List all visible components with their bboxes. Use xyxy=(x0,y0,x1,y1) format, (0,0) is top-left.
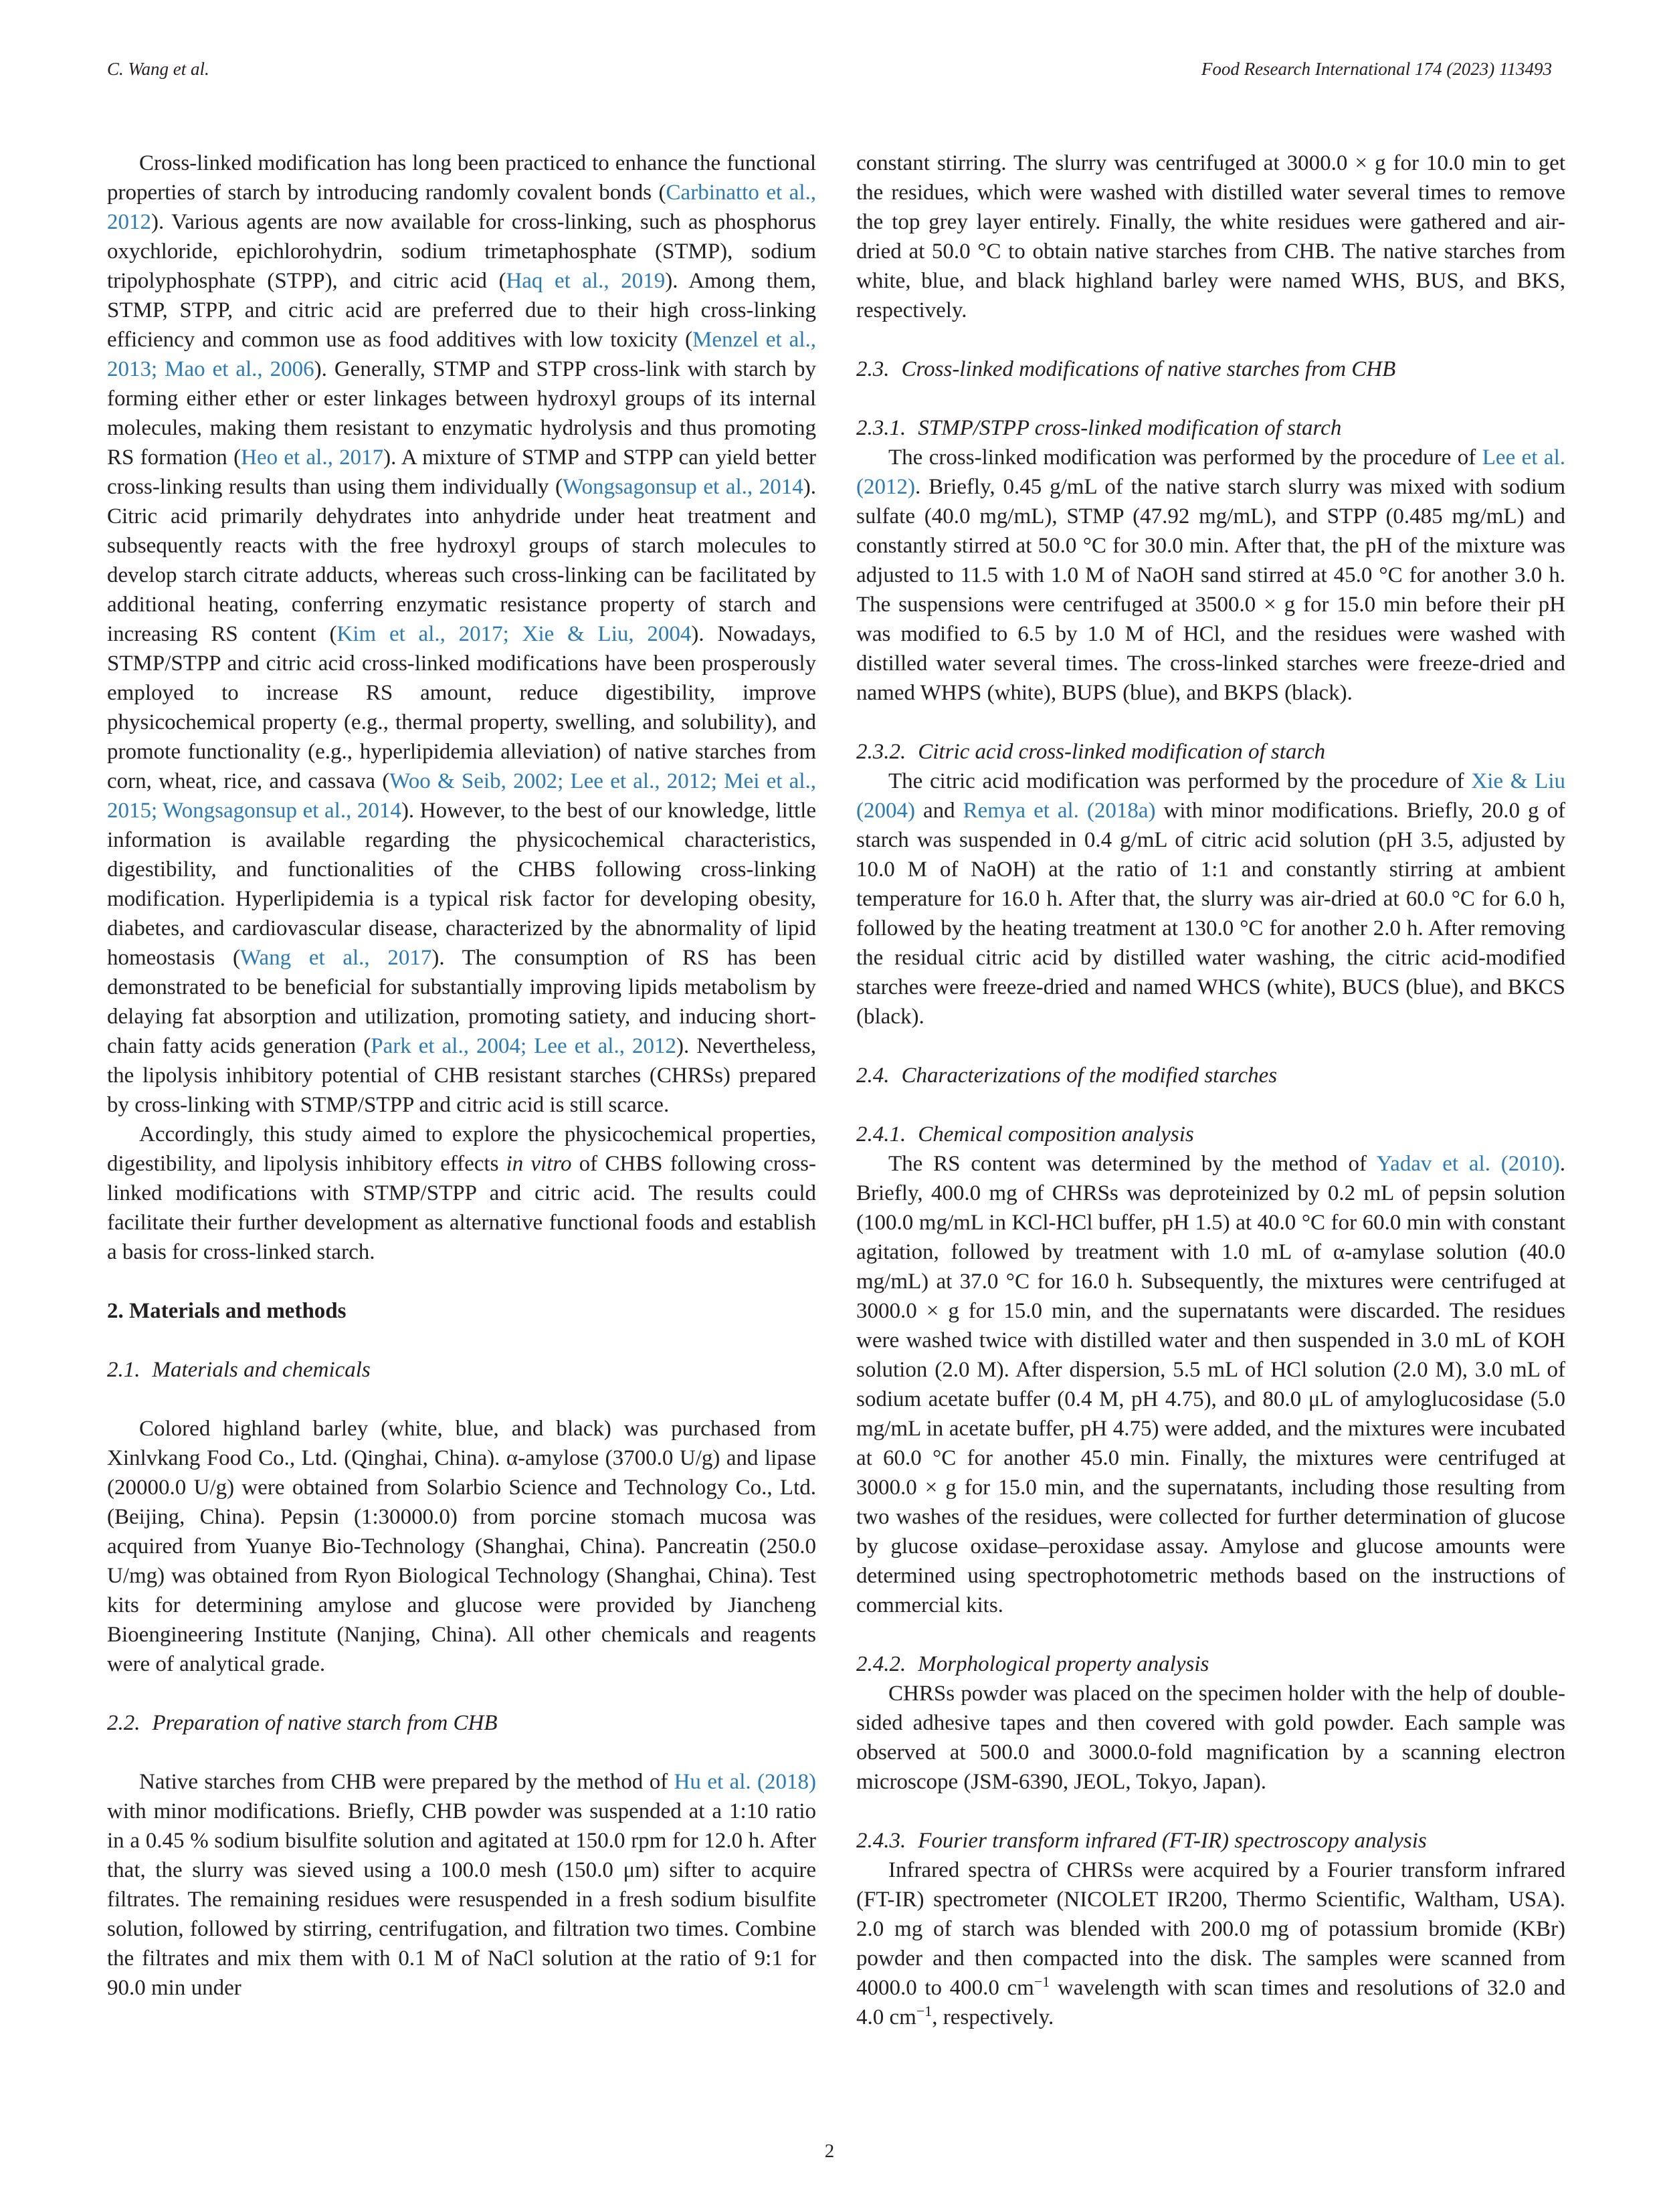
citation-link[interactable]: Wang et al., 2017 xyxy=(240,946,432,970)
citation-link[interactable]: Remya et al. (2018a) xyxy=(963,799,1156,823)
right-column: constant stirring. The slurry was centri… xyxy=(856,148,1565,2032)
paragraph-preparation-continued: constant stirring. The slurry was centri… xyxy=(856,151,1565,322)
citation-link[interactable]: Carbinatto et al., 2012 xyxy=(107,181,816,234)
subsubsection-heading-citric-acid: 2.3.2.Citric acid cross-linked modificat… xyxy=(856,740,1326,764)
paragraph-ftir: Infrared spectra of CHRSs were acquired … xyxy=(856,1858,1565,2029)
subsubsection-heading-chemical-composition: 2.4.1.Chemical composition analysis xyxy=(856,1122,1194,1146)
paragraph-preparation: Native starches from CHB were prepared b… xyxy=(107,1770,816,2000)
subsection-heading-preparation: 2.2.Preparation of native starch from CH… xyxy=(107,1711,498,1735)
citation-link[interactable]: Lee et al. (2012) xyxy=(856,445,1565,499)
citation-link[interactable]: Menzel et al., 2013; Mao et al., 2006 xyxy=(107,328,816,381)
citation-link[interactable]: Hu et al. (2018) xyxy=(674,1770,816,1794)
paragraph-citric-acid: The citric acid modification was perform… xyxy=(856,769,1565,1029)
subsection-heading-materials: 2.1.Materials and chemicals xyxy=(107,1358,371,1382)
citation-link[interactable]: Kim et al., 2017; Xie & Liu, 2004 xyxy=(336,622,692,646)
paragraph-materials: Colored highland barley (white, blue, an… xyxy=(107,1417,816,1676)
running-header-journal: Food Research International 174 (2023) 1… xyxy=(1201,59,1552,79)
subsubsection-heading-stmp-stpp: 2.3.1.STMP/STPP cross-linked modificatio… xyxy=(856,416,1342,440)
citation-link[interactable]: Xie & Liu (2004) xyxy=(856,769,1565,823)
paragraph-stmp-stpp: The cross-linked modification was perfor… xyxy=(856,445,1565,705)
citation-link[interactable]: Haq et al., 2019 xyxy=(506,269,666,293)
left-column: Cross-linked modification has long been … xyxy=(107,148,816,2003)
subsection-heading-characterizations: 2.4.Characterizations of the modified st… xyxy=(856,1064,1278,1088)
section-heading-materials-methods: 2. Materials and methods xyxy=(107,1299,347,1323)
citation-link[interactable]: Wongsagonsup et al., 2014 xyxy=(562,475,803,499)
paragraph-introduction-crosslinking: Cross-linked modification has long been … xyxy=(107,151,817,1117)
subsubsection-heading-morphology: 2.4.2.Morphological property analysis xyxy=(856,1652,1209,1676)
citation-link[interactable]: Woo & Seib, 2002; Lee et al., 2012; Mei … xyxy=(107,769,816,823)
running-header-authors: C. Wang et al. xyxy=(107,59,209,79)
citation-link[interactable]: Heo et al., 2017 xyxy=(241,445,384,470)
paragraph-morphology: CHRSs powder was placed on the specimen … xyxy=(856,1682,1565,1794)
subsection-heading-crosslinked-modifications: 2.3.Cross-linked modifications of native… xyxy=(856,357,1396,381)
page-number: 2 xyxy=(824,2140,835,2162)
paragraph-chemical-composition: The RS content was determined by the met… xyxy=(856,1152,1565,1617)
paragraph-study-aim: Accordingly, this study aimed to explore… xyxy=(107,1122,816,1264)
citation-link[interactable]: Yadav et al. (2010) xyxy=(1376,1152,1560,1176)
citation-link[interactable]: Park et al., 2004; Lee et al., 2012 xyxy=(371,1034,677,1058)
subsubsection-heading-ftir: 2.4.3.Fourier transform infrared (FT-IR)… xyxy=(856,1829,1427,1853)
